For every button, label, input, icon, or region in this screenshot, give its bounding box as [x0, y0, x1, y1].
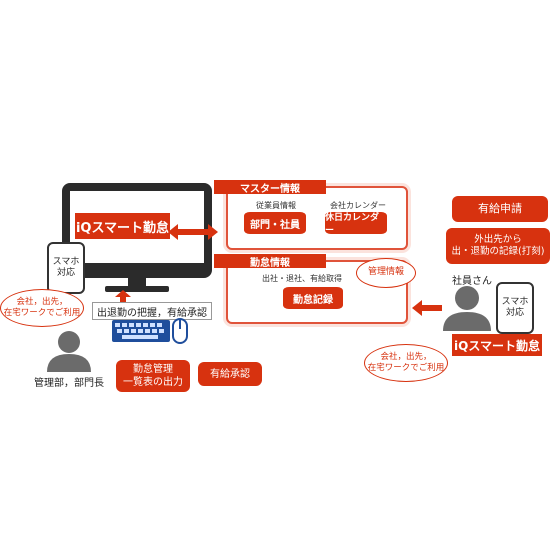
monitor-base	[105, 286, 169, 292]
smartphone-left-label: スマホ 対応	[52, 257, 80, 278]
leave-request-text: 有給申請	[478, 201, 522, 215]
monitor-stand	[128, 278, 146, 288]
clock-bubble-text: 外出先から 出・退勤の記録(打刻)	[451, 233, 545, 257]
manage-bubble: 管理情報	[356, 258, 416, 288]
system-title: iQスマート勤怠	[75, 220, 170, 236]
smartphone-right: スマホ 対応	[496, 282, 534, 334]
mouse-icon	[172, 318, 188, 344]
calendar-info-label: 会社カレンダー	[330, 200, 386, 211]
arrow-left-icon	[412, 300, 442, 316]
output-box: 勤怠管理 一覧表の出力	[116, 360, 190, 392]
master-tag: マスター情報	[214, 180, 326, 195]
attendance-title: 勤怠情報	[250, 257, 290, 269]
double-arrow-icon	[168, 224, 218, 240]
admin-person-label: 管理部，部門長	[34, 374, 104, 389]
employee-person-icon	[443, 286, 491, 331]
attendance-sub-text: 出社・退社、有給取得	[262, 274, 342, 283]
output-box-text: 勤怠管理 一覧表の出力	[123, 364, 183, 388]
approve-box-text: 有給承認	[210, 368, 250, 380]
attendance-cylinder-label: 勤怠記録	[293, 294, 333, 306]
admin-remote-text: 会社，出先， 在宅ワークでご利用	[3, 297, 81, 318]
admin-remote-bubble: 会社，出先， 在宅ワークでご利用	[0, 289, 84, 327]
calendar-cylinder: 休日カレンダー	[325, 212, 387, 236]
clock-bubble: 外出先から 出・退勤の記録(打刻)	[446, 228, 550, 264]
employee-remote-bubble: 会社，出先， 在宅ワークでご利用	[364, 344, 448, 382]
employee-system-box: iQスマート勤怠	[452, 334, 542, 356]
manage-bubble-text: 管理情報	[367, 267, 404, 278]
admin-person-text: 管理部，部門長	[34, 378, 104, 389]
keyboard-icon	[112, 320, 170, 342]
admin-monitor-label: 出退勤の把握，有給承認	[92, 302, 212, 320]
employee-info-text: 従業員情報	[256, 201, 296, 210]
employee-person-label: 社員さん	[452, 272, 492, 287]
attendance-tag: 勤怠情報	[214, 254, 326, 269]
admin-monitor-text: 出退勤の把握，有給承認	[97, 307, 207, 319]
leave-request-box: 有給申請	[452, 196, 548, 222]
attendance-cylinder: 勤怠記録	[283, 287, 343, 309]
employee-cylinder-label: 部門・社員	[250, 219, 300, 231]
approve-box: 有給承認	[198, 362, 262, 386]
arrow-up-icon	[115, 290, 131, 304]
employee-person-text: 社員さん	[452, 276, 492, 287]
employee-system-text: iQスマート勤怠	[454, 338, 540, 353]
employee-remote-text: 会社，出先， 在宅ワークでご利用	[367, 352, 445, 373]
employee-info-label: 従業員情報	[256, 200, 296, 211]
employee-cylinder: 部門・社員	[244, 212, 306, 234]
calendar-cylinder-label: 休日カレンダー	[325, 213, 380, 236]
smartphone-right-label: スマホ 対応	[501, 297, 529, 318]
smartphone-left: スマホ 対応	[47, 242, 85, 294]
calendar-info-text: 会社カレンダー	[330, 201, 386, 210]
admin-person-icon	[47, 331, 91, 372]
attendance-sub-label: 出社・退社、有給取得	[262, 273, 342, 284]
master-title: マスター情報	[240, 183, 300, 195]
system-title-box: iQスマート勤怠	[75, 213, 170, 239]
